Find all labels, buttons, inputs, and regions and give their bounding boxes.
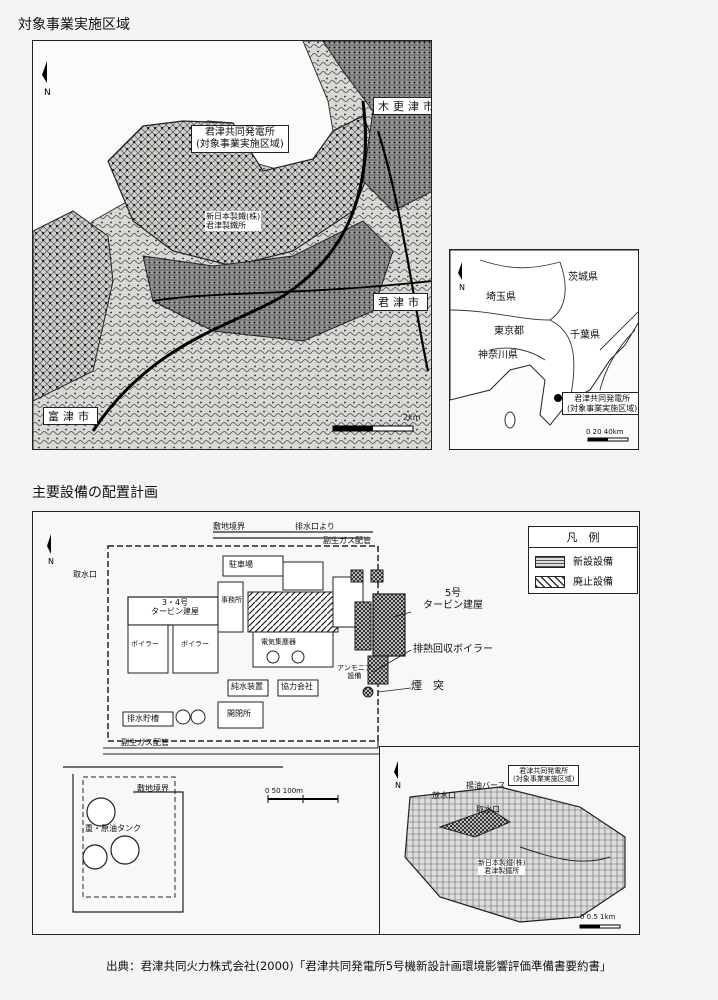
inset2-steel-label: 新日本製鐵(株) 君津製鐵所 bbox=[478, 859, 526, 876]
pref-tokyo: 東京都 bbox=[494, 326, 524, 337]
site-label-line2: (対象事業実施区域) bbox=[196, 139, 284, 150]
site-label-line1: 君津共同発電所 bbox=[204, 127, 275, 138]
layout-plan-drawing: N bbox=[47, 531, 412, 913]
label-boundary: 敷地境界 bbox=[213, 522, 245, 531]
map-scale-label: 2km bbox=[403, 413, 421, 422]
label-substation: 開閉所 bbox=[227, 709, 251, 718]
inset-scale: 0 20 40km bbox=[586, 428, 624, 436]
label-boundary2: 敷地境界 bbox=[137, 784, 169, 793]
label-gas-pipe-top: 副生ガス配管 bbox=[323, 536, 371, 545]
source-citation: 出典：君津共同火力株式会社(2000)「君津共同発電所5号機新設計画環境影響評価… bbox=[106, 959, 612, 973]
legend-new-swatch bbox=[535, 556, 565, 568]
label-outfall-top: 排水口より bbox=[295, 522, 335, 531]
steelworks-label: 新日本製鐵(株) 君津製鐵所 bbox=[205, 211, 262, 232]
label-stack: 煙 突 bbox=[411, 679, 444, 692]
label-boiler1: ボイラー bbox=[131, 640, 159, 648]
area-map-drawing: N bbox=[33, 41, 431, 449]
area-map: N 君津共同発電所 (対象事業実施区域) 新日本製鐵(株) 君津製鐵所 木更津市… bbox=[32, 40, 432, 450]
location-inset-drawing: N bbox=[394, 761, 626, 929]
inset-map-drawing: N bbox=[450, 250, 638, 449]
section1-title: 対象事業実施区域 bbox=[18, 17, 130, 33]
city-kisarazu: 木更津市 bbox=[373, 97, 431, 115]
legend-new: 新設設備 bbox=[535, 553, 613, 568]
inset2-outfall: 放水口 bbox=[432, 791, 456, 800]
city-kimitsu: 君津市 bbox=[373, 293, 428, 311]
layout-plan: N 凡 例 新設設備 廃止設備 敷地境界 排水口より 副生ガス配管 取水口 駐車… bbox=[32, 511, 640, 935]
inset2-site-label: 君津共同発電所 (対象事業実施区域) bbox=[508, 765, 580, 786]
label-turbine-34: 3・4号 タービン建屋 bbox=[151, 598, 199, 617]
label-office: 事務所 bbox=[221, 596, 242, 604]
label-ammonia: アンモニア 設備 bbox=[337, 664, 372, 681]
label-drain-tank: 排水貯槽 bbox=[127, 714, 159, 723]
label-hrsg: 排熱回収ボイラー bbox=[413, 644, 493, 655]
label-boiler2: ボイラー bbox=[181, 640, 209, 648]
pref-ibaraki: 茨城県 bbox=[568, 272, 598, 283]
svg-text:N: N bbox=[459, 283, 465, 292]
pref-saitama: 埼玉県 bbox=[486, 292, 516, 303]
legend: 凡 例 新設設備 廃止設備 bbox=[528, 526, 638, 594]
legend-old: 廃止設備 bbox=[535, 573, 613, 588]
svg-text:N: N bbox=[48, 557, 54, 566]
label-water-treat: 純水装置 bbox=[231, 682, 263, 691]
inset2-berth: 揚油バース bbox=[466, 781, 506, 790]
label-no5-turbine: 5号 タービン建屋 bbox=[423, 588, 483, 611]
svg-text:N: N bbox=[44, 88, 51, 98]
label-intake: 取水口 bbox=[73, 570, 97, 579]
inset-map: N 茨城県 埼玉県 東京都 千葉県 神奈川県 君津共同発電所 (対象事業実施区域… bbox=[449, 249, 639, 450]
label-parking: 駐車場 bbox=[229, 560, 253, 569]
plan-scale: 0 50 100m bbox=[265, 787, 303, 795]
location-inset: N 君津共同発電所 (対象事業実施区域) 放水口 揚油バース 取水口 新日本製鐵… bbox=[379, 746, 639, 934]
inset2-intake: 取水口 bbox=[476, 805, 500, 814]
pref-kanagawa: 神奈川県 bbox=[478, 350, 518, 361]
inset2-scale: 0 0.5 1km bbox=[580, 913, 616, 921]
pref-chiba: 千葉県 bbox=[570, 330, 600, 341]
svg-text:N: N bbox=[395, 781, 401, 790]
legend-title: 凡 例 bbox=[529, 527, 637, 548]
label-elec-dust: 電気集塵器 bbox=[261, 638, 296, 646]
city-futtsu: 富津市 bbox=[43, 407, 98, 425]
inset-site-label: 君津共同発電所 (対象事業実施区域) bbox=[562, 392, 638, 416]
label-contractor: 協力会社 bbox=[281, 682, 313, 691]
site-label-box: 君津共同発電所 (対象事業実施区域) bbox=[191, 125, 289, 153]
label-fuel-tank: 重・原油タンク bbox=[85, 824, 141, 833]
label-gas-pipe-bottom: 副生ガス配管 bbox=[121, 738, 169, 747]
section2-title: 主要設備の配置計画 bbox=[32, 485, 158, 501]
legend-old-swatch bbox=[535, 576, 565, 588]
